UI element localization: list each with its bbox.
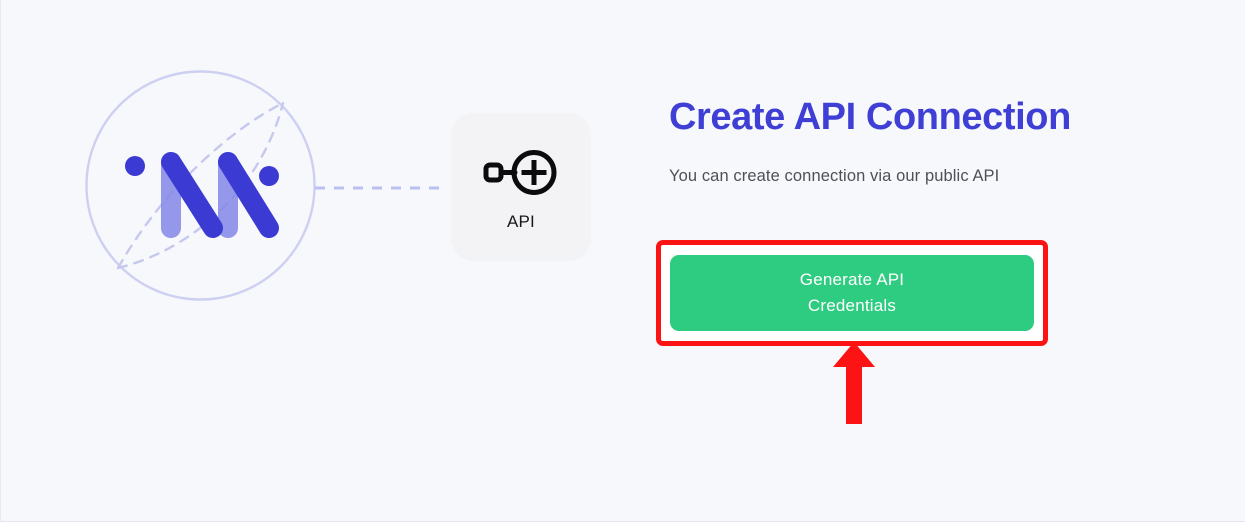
- up-arrow-icon: [829, 340, 879, 425]
- api-plug-plus-icon: [483, 149, 557, 195]
- dashed-connector: [314, 186, 446, 190]
- page-subtitle: You can create connection via our public…: [669, 166, 1000, 185]
- generate-button-line-1: Generate API: [799, 269, 905, 289]
- brand-logo-illustration: [83, 68, 318, 303]
- generate-api-credentials-button[interactable]: Generate API Credentials: [670, 255, 1034, 331]
- page-title: Create API Connection: [669, 96, 1071, 138]
- content-block: Create API Connection You can create con…: [669, 96, 1189, 188]
- api-card-label: API: [506, 211, 535, 231]
- api-card[interactable]: API: [452, 113, 590, 259]
- generate-button-line-2: Credentials: [807, 296, 897, 315]
